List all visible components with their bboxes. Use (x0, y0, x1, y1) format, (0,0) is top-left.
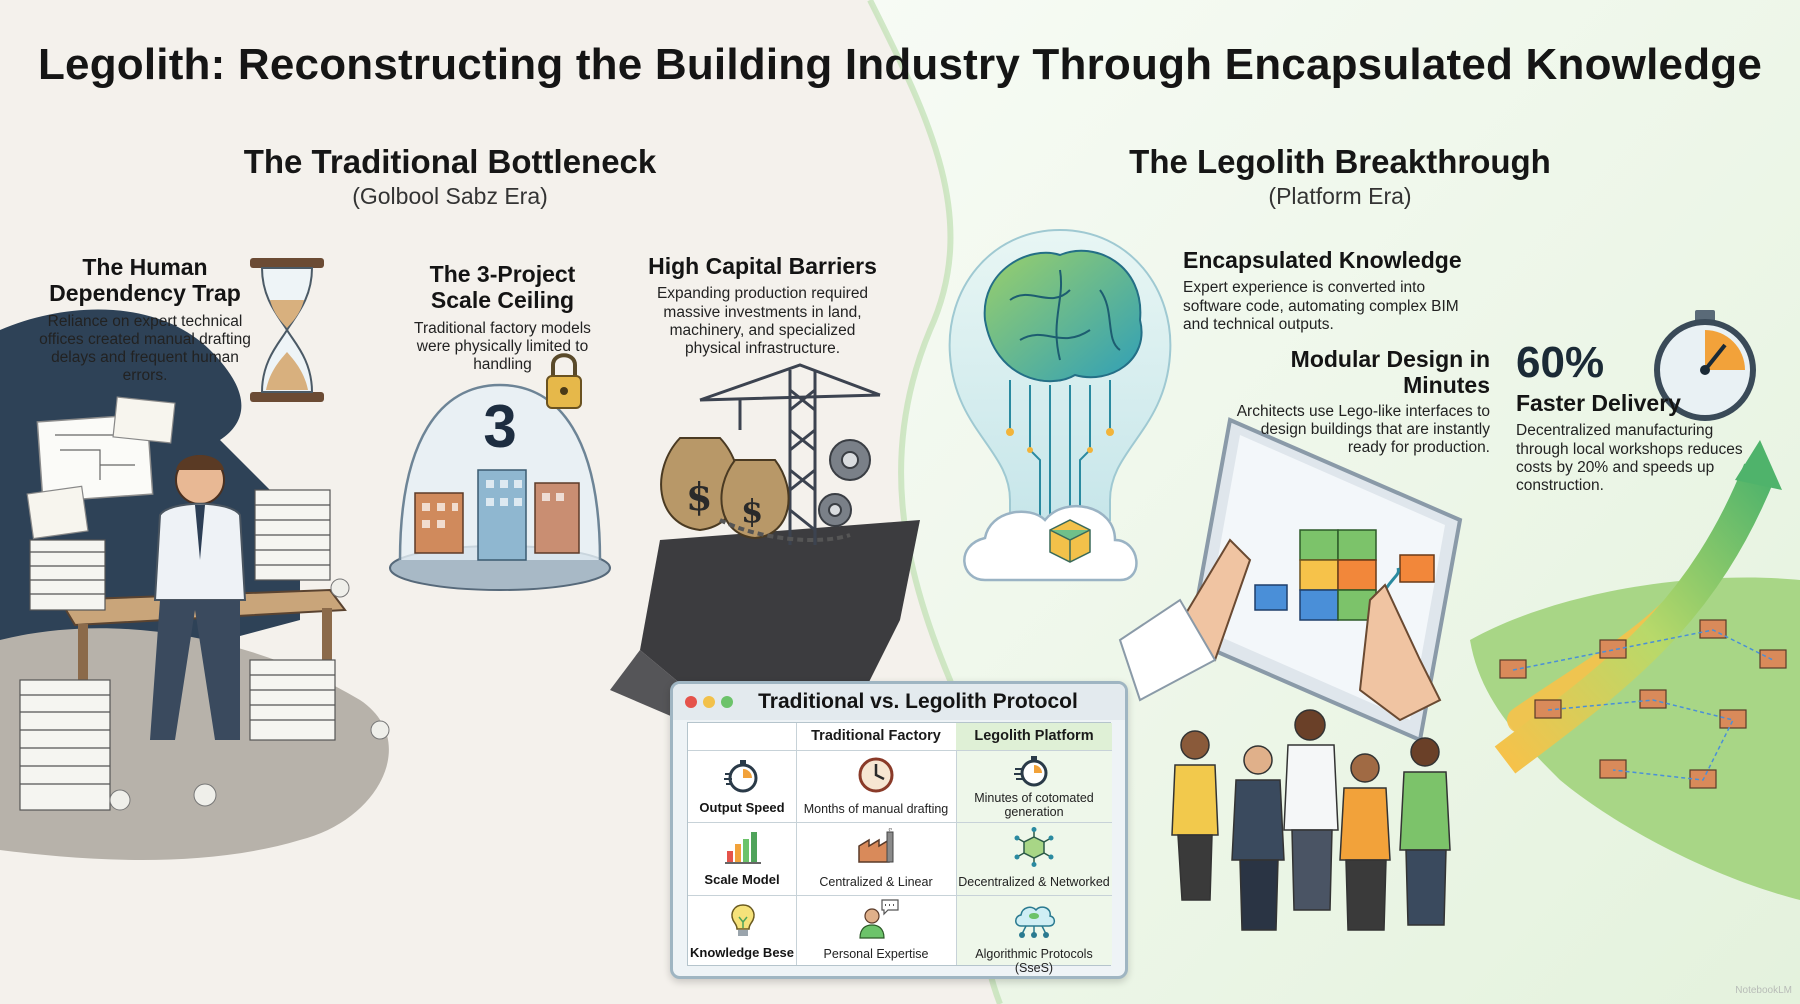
modular-design-block: Modular Design in Minutes Architects use… (1225, 346, 1490, 457)
cloud-icon (963, 504, 1138, 582)
lightbulb-icon (731, 904, 755, 936)
network-cube-icon (1014, 827, 1054, 867)
traditional-knowledge-base-text: Personal Expertise (823, 947, 929, 961)
team-illustration (1171, 709, 1451, 931)
capital-barriers-title: High Capital Barriers (648, 253, 877, 279)
stat-value: 60% (1516, 338, 1605, 387)
stat-label: Faster Delivery (1516, 390, 1681, 416)
hourglass-icon (250, 258, 324, 402)
main-title: Legolith: Reconstructing the Building In… (37, 40, 1763, 89)
legolith-knowledge-base: Algorithmic Protocols (SseS) (956, 895, 1112, 975)
capital-barriers-block: High Capital Barriers Expanding producti… (645, 253, 880, 358)
stopwatch-icon (1014, 756, 1048, 787)
encapsulated-knowledge-title: Encapsulated Knowledge (1183, 247, 1462, 273)
legolith-output-speed-text: Minutes of cotomated generation (974, 791, 1094, 820)
legolith-knowledge-base-text: Algorithmic Protocols (SseS) (975, 947, 1093, 976)
dome-number: 3 (483, 393, 517, 460)
human-dependency-desc: Reliance on expert technical offices cre… (39, 312, 251, 385)
growth-arrow-head (1735, 440, 1782, 490)
legolith-scale-model: Decentralized & Networked (956, 822, 1112, 895)
svg-text:$: $ (686, 474, 712, 519)
table-window-header: Traditional vs. Legolith Protocol (673, 684, 1125, 720)
encapsulated-knowledge-block: Encapsulated Knowledge Expert experience… (1183, 247, 1483, 334)
traditional-knowledge-base: Personal Expertise (796, 895, 956, 967)
legolith-scale-model-text: Decentralized & Networked (958, 875, 1110, 889)
clock-icon (858, 757, 894, 793)
comparison-table: Traditional Factory Legolith Platform Ou… (687, 722, 1112, 975)
stat-desc: Decentralized manufacturing through loca… (1516, 422, 1743, 494)
person-speech-icon (859, 899, 899, 939)
traditional-output-speed: Months of manual drafting (796, 750, 956, 822)
table-row-scale-model: Scale Model (688, 822, 796, 895)
legolith-output-speed: Minutes of cotomated generation (956, 750, 1112, 822)
modular-design-desc: Architects use Lego-like interfaces to d… (1236, 402, 1490, 457)
crane-icon (699, 363, 881, 545)
col-header-traditional: Traditional Factory (811, 728, 941, 744)
money-bags-icon: $ $ (660, 437, 851, 542)
svg-text:$: $ (741, 492, 763, 530)
scale-ceiling-title: The 3-Project Scale Ceiling (429, 261, 576, 314)
traditional-scale-model: Centralized & Linear (796, 822, 956, 895)
scale-ceiling-desc: Traditional factory models were physical… (414, 319, 591, 374)
row-label-scale-model: Scale Model (704, 872, 780, 887)
gears-icon (818, 439, 871, 527)
column-divider (796, 723, 797, 965)
stopwatch-icon (724, 760, 758, 793)
tablet-illustration (1118, 417, 1463, 743)
window-maximize-dot (721, 696, 733, 708)
window-minimize-dot (703, 696, 715, 708)
traditional-scale-model-text: Centralized & Linear (819, 875, 933, 889)
faster-delivery-block: 60% Faster Delivery Decentralized manufa… (1516, 338, 1746, 495)
table-row-knowledge-base: Knowledge Bese (688, 895, 796, 967)
left-section-subtitle: (Golbool Sabz Era) (352, 183, 548, 209)
human-dependency-block: The Human Dependency Trap Reliance on ex… (30, 254, 260, 385)
right-section-title: The Legolith Breakthrough (1129, 143, 1551, 180)
watermark: NotebookLM (1735, 985, 1792, 996)
comparison-table-panel: Traditional vs. Legolith Protocol Tradit… (670, 681, 1128, 979)
column-divider (956, 723, 957, 965)
right-section-subtitle: (Platform Era) (1268, 183, 1412, 209)
left-section-title: The Traditional Bottleneck (243, 143, 657, 180)
col-header-legolith: Legolith Platform (956, 723, 1112, 750)
modular-design-title: Modular Design in Minutes (1290, 346, 1490, 399)
stopwatch-icon (1654, 310, 1756, 421)
row-label-knowledge-base: Knowledge Bese (689, 945, 795, 960)
glass-dome (389, 383, 611, 591)
capital-barriers-desc: Expanding production required massive in… (656, 285, 869, 357)
table-row-output-speed: Output Speed (688, 750, 796, 822)
padlock-icon (546, 353, 582, 409)
row-label-output-speed: Output Speed (699, 800, 785, 815)
stressed-architect (150, 455, 247, 740)
factory-icon (858, 828, 894, 863)
traditional-output-speed-text: Months of manual drafting (803, 802, 949, 816)
encapsulated-knowledge-desc: Expert experience is converted into soft… (1183, 279, 1459, 333)
cloud-network-icon (1015, 906, 1056, 938)
scale-ceiling-block: The 3-Project Scale Ceiling Traditional … (400, 261, 605, 374)
bar-chart-icon (725, 832, 761, 864)
window-close-dot (685, 696, 697, 708)
human-dependency-title: The Human Dependency Trap (49, 254, 241, 307)
table-title: Traditional vs. Legolith Protocol (758, 690, 1078, 713)
